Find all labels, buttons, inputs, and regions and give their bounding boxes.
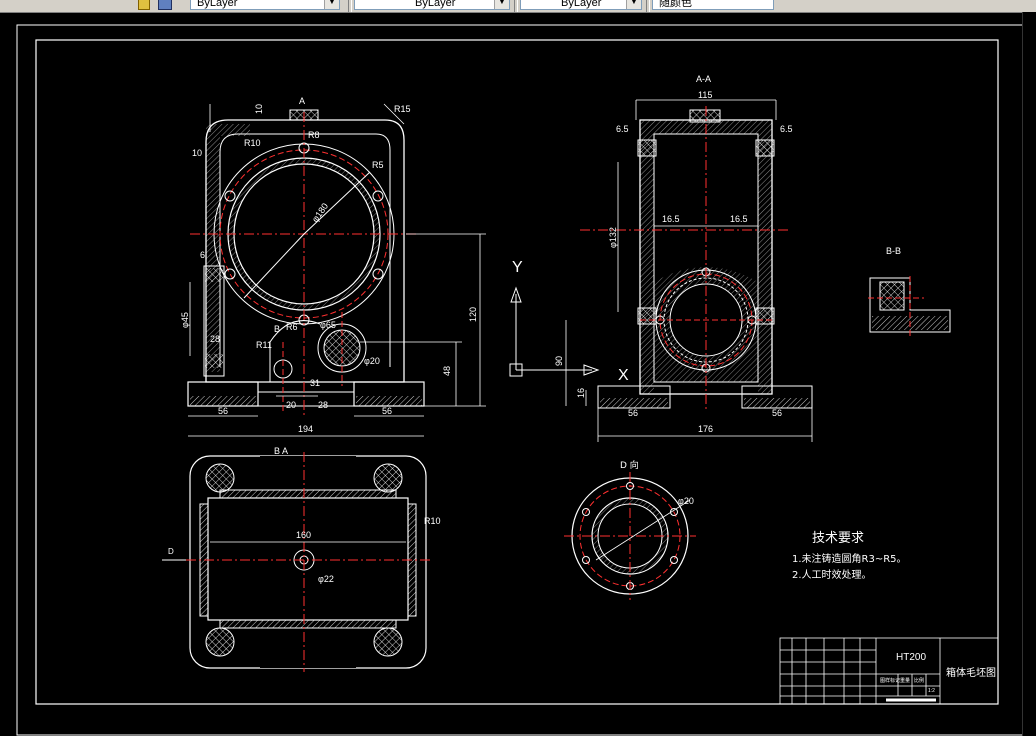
dim-10b: 10 <box>192 148 202 158</box>
layer-icon[interactable] <box>138 0 150 10</box>
section-bb: B-B <box>868 246 951 338</box>
dim-28b: 28 <box>318 400 328 410</box>
front-view <box>187 103 486 437</box>
title-block-weight-label: 重量 <box>900 677 910 684</box>
top-view: B A D 160 R10 φ22 <box>162 446 441 672</box>
properties-toolbar: ByLayer ▼ ByLayer ▼ ByLayer ▼ 随颜色 <box>0 0 1036 13</box>
dim-16-5: 16.5 <box>662 214 680 224</box>
color-control-value: ByLayer <box>197 0 238 9</box>
ucs-icon <box>509 286 600 377</box>
dim-r5: R5 <box>372 160 384 170</box>
dim-31: 31 <box>310 378 320 388</box>
drawing-canvas[interactable]: A R15 10 10 R10 R8 R5 φ180 6 φ45 28 R11 … <box>0 12 1022 736</box>
dim-6-5: 6.5 <box>616 124 629 134</box>
chevron-down-icon[interactable]: ▼ <box>494 0 509 9</box>
view-arrow-d: D <box>168 547 174 556</box>
dim-r15: R15 <box>394 104 411 114</box>
lineweight-control[interactable]: ByLayer ▼ <box>520 0 642 10</box>
dim-16: 16 <box>576 388 586 398</box>
dim-160: 160 <box>296 530 311 540</box>
dim-r6: R6 <box>286 322 298 332</box>
chevron-down-icon[interactable]: ▼ <box>626 0 641 9</box>
dim-phi65: φ65 <box>320 320 336 330</box>
plotstyle-control-value: 随颜色 <box>659 0 692 9</box>
dim-phi132: φ132 <box>608 227 618 248</box>
section-title-aa: A-A <box>696 74 711 84</box>
toolbar-separator <box>348 0 352 12</box>
plotstyle-control[interactable]: 随颜色 <box>652 0 774 10</box>
color-control[interactable]: ByLayer ▼ <box>190 0 340 10</box>
d-view: D 向 φ20 <box>564 459 696 600</box>
dim-16-5b: 16.5 <box>730 214 748 224</box>
front-view-dimensions: A R15 10 10 R10 R8 R5 φ180 6 φ45 28 R11 … <box>180 96 478 434</box>
inner-border <box>35 39 999 705</box>
tech-requirement-item: 2.人工时效处理。 <box>792 568 872 581</box>
lineweight-control-value: ByLayer <box>561 0 602 9</box>
section-title-bb: B-B <box>886 246 901 256</box>
dim-56b: 56 <box>382 406 392 416</box>
linetype-control-value: ByLayer <box>415 0 456 9</box>
dim-side-56: 56 <box>628 408 638 418</box>
dim-phi20: φ20 <box>364 356 380 366</box>
technical-requirements: 技术要求 1.未注铸造圆角R3~R5。 2.人工时效处理。 <box>792 531 907 581</box>
title-block-mark-label: 图样标记 <box>880 677 900 684</box>
title-block-drawing-name: 箱体毛坯图 <box>946 666 996 679</box>
dim-56: 56 <box>218 406 228 416</box>
dim-6: 6 <box>200 250 205 260</box>
toolbar-separator <box>514 0 518 12</box>
dim-top-r10: R10 <box>424 516 441 526</box>
dim-194: 194 <box>298 424 313 434</box>
title-block <box>779 637 999 705</box>
side-view-dimensions: A-A 115 6.5 6.5 16.5 16.5 φ132 90 16 56 … <box>554 74 793 434</box>
view-title-d: D 向 <box>620 459 639 471</box>
dim-28: 28 <box>210 334 220 344</box>
side-view-aa <box>565 99 813 442</box>
toolbar-separator <box>646 0 650 12</box>
ucs-axis-y: Y <box>512 259 523 276</box>
dim-176: 176 <box>698 424 713 434</box>
dim-phi22: φ22 <box>318 574 334 584</box>
layer-states-icon[interactable] <box>158 0 172 10</box>
dim-10: 10 <box>254 104 264 114</box>
dim-side-56b: 56 <box>772 408 782 418</box>
section-mark-a: A <box>299 96 305 106</box>
dim-120: 120 <box>468 307 478 322</box>
section-mark-ba: B A <box>274 446 288 456</box>
linetype-control[interactable]: ByLayer ▼ <box>354 0 510 10</box>
section-mark-b: B <box>274 324 280 334</box>
outer-border <box>16 24 1022 736</box>
title-block-material: HT200 <box>896 652 926 663</box>
ucs-axis-x: X <box>618 367 629 384</box>
dim-phi45: φ45 <box>180 312 190 328</box>
dim-115: 115 <box>698 90 712 100</box>
dim-20: 20 <box>286 400 296 410</box>
dim-d-phi20: φ20 <box>678 496 694 506</box>
dim-r10: R10 <box>244 138 261 148</box>
title-block-scale-label: 比例 <box>914 677 924 684</box>
dim-r11: R11 <box>256 340 272 350</box>
chevron-down-icon[interactable]: ▼ <box>324 0 339 9</box>
vertical-scrollbar[interactable] <box>1022 12 1036 736</box>
tech-requirement-item: 1.未注铸造圆角R3~R5。 <box>792 552 907 565</box>
dim-48: 48 <box>442 366 452 376</box>
dim-r8: R8 <box>308 130 320 140</box>
title-block-scale-value: 1:2 <box>928 688 935 694</box>
tech-requirements-title: 技术要求 <box>812 531 864 546</box>
dim-90: 90 <box>554 356 564 366</box>
dim-6-5b: 6.5 <box>780 124 793 134</box>
